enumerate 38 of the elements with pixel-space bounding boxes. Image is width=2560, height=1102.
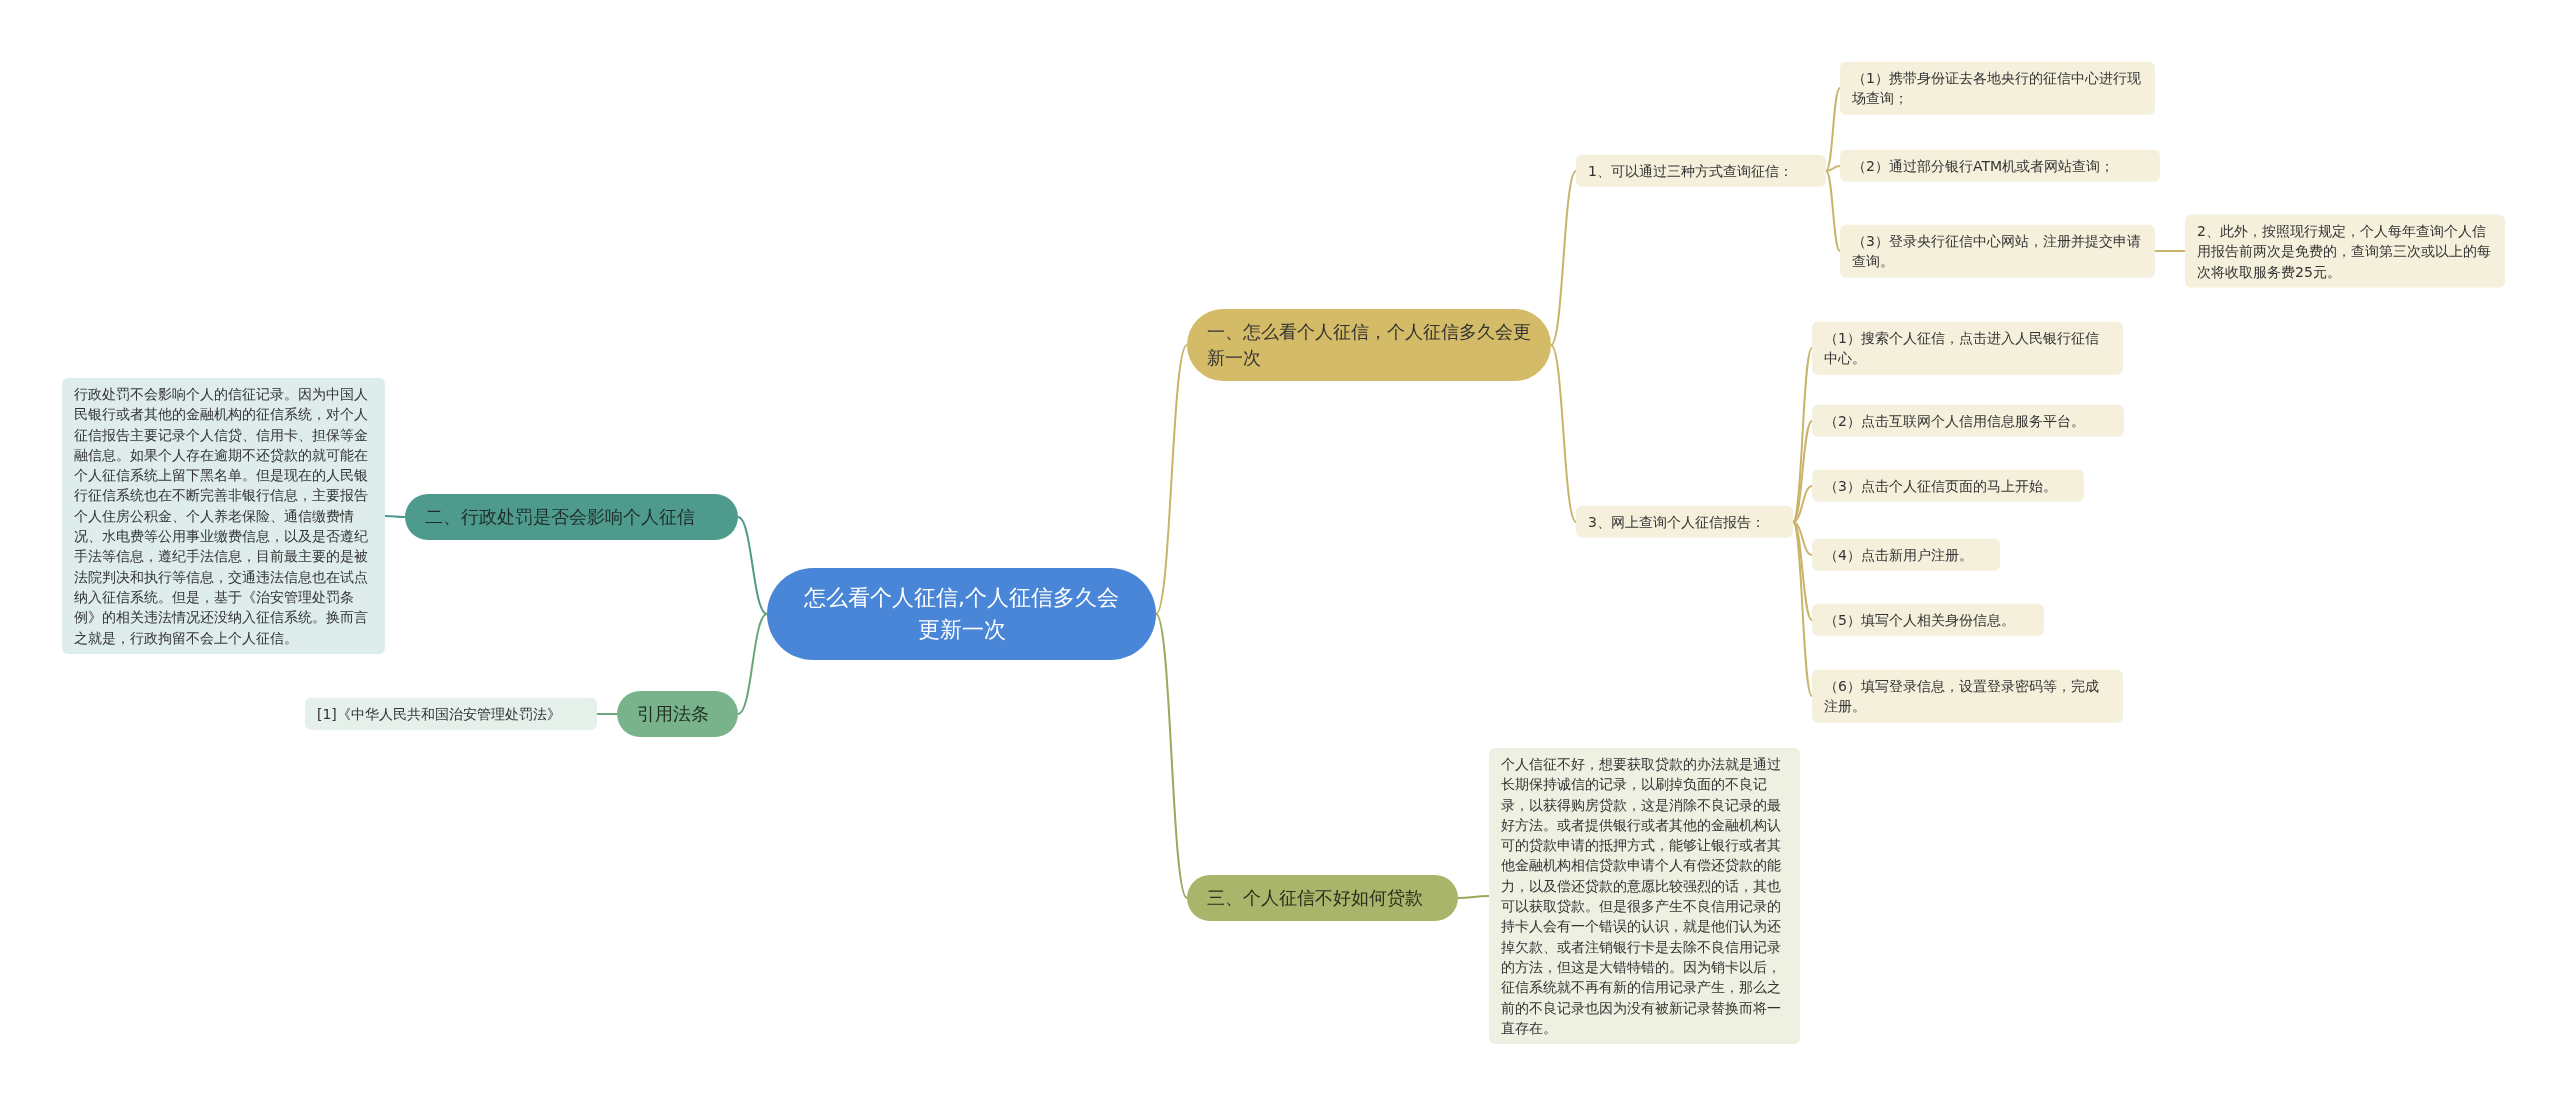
connector — [596, 713, 618, 715]
connector — [1792, 521, 1813, 621]
connector — [1792, 347, 1813, 523]
topic-pill: 三、个人征信不好如何贷款 — [1187, 874, 1458, 922]
note-card: 个人信征不好，想要获取贷款的办法就是通过长期保持诚信的记录，以刷掉负面的不良记录，以获得购房贷款，这是消除不良记录的最好方法。或者提供银行或者其他的金融机构认可的贷款申请的抵押方式，能够让银行或者其他金融机构相信贷款申请个人有偿还贷款的能力，以及偿还贷款的意愿比较强烈的话，其也可以获取贷款。但是很多产生不良信用记录的持卡人会有一个错误的认识，就是他们认为还掉欠款、或者注销银行卡是去除不良信用记录的方法，但这是大错特错的。因为销卡以后，征信系统就不再有新的信用记录产生，那么之前的不良记录也因为没有被新记录替换而将一直存在。 — [1489, 747, 1800, 1045]
connector — [737, 613, 768, 715]
note-card: （2）点击互联网个人信用信息服务平台。 — [1812, 404, 2124, 438]
central-topic: 怎么看个人征信,个人征信多久会更新一次 — [767, 568, 1156, 660]
note-card: （1）搜索个人征信，点击进入人民银行征信中心。 — [1812, 321, 2123, 375]
connector — [384, 515, 406, 518]
connector — [1792, 485, 1813, 523]
note-card: （3）点击个人征信页面的马上开始。 — [1812, 469, 2084, 503]
connector — [1457, 895, 1490, 899]
connector — [1550, 344, 1577, 523]
note-card: （4）点击新用户注册。 — [1812, 538, 2000, 572]
connector — [2154, 250, 2186, 252]
connector — [1792, 521, 1813, 556]
topic-pill: 一、怎么看个人征信，个人征信多久会更新一次 — [1187, 308, 1551, 382]
connector — [1825, 87, 1841, 172]
note-card: （2）通过部分银行ATM机或者网站查询； — [1840, 149, 2160, 183]
note-card: 行政处罚不会影响个人的信征记录。因为中国人民银行或者其他的金融机构的征信系统，对个人征信报告主要记录个人信贷、信用卡、担保等金融信息。如果个人存在逾期不还贷款的就可能在个人征信系统上留下黑名单。但是现在的人民银行征信系统也在不断完善非银行信息，主要报告个人住房公积金、个人养老保险、通信缴费情况、水电费等公用事业缴费信息，以及是否遵纪手法等信息，遵纪手法信息，目前最主要的是被法院判决和执行等信息，交通违法信息也在试点纳入征信系统。但是，基于《治安管理处罚条例》的相关违法情况还没纳入征信系统。换而言之就是，行政拘留不会上个人征信。 — [62, 378, 385, 654]
note-card: [1]《中华人民共和国治安管理处罚法》 — [305, 697, 597, 731]
connector — [1792, 420, 1813, 523]
connector — [1550, 170, 1577, 346]
topic-pill: 引用法条 — [617, 690, 738, 738]
note-card: 2、此外，按照现行规定，个人每年查询个人信用报告前两次是免费的，查询第三次或以上的每次将收取服务费25元。 — [2185, 214, 2505, 288]
note-card: 3、网上查询个人征信报告： — [1576, 505, 1793, 539]
connector — [737, 516, 768, 615]
note-card: （3）登录央行征信中心网站，注册并提交申请查询。 — [1840, 224, 2155, 278]
connector — [1792, 521, 1813, 697]
note-card: （5）填写个人相关身份信息。 — [1812, 603, 2044, 637]
note-card: （1）携带身份证去各地央行的征信中心进行现场查询； — [1840, 61, 2155, 115]
topic-pill: 二、行政处罚是否会影响个人征信 — [405, 493, 738, 541]
connector — [1155, 344, 1188, 615]
connector — [1155, 613, 1188, 899]
note-card: 1、可以通过三种方式查询征信： — [1576, 154, 1826, 188]
note-card: （6）填写登录信息，设置登录密码等，完成注册。 — [1812, 669, 2123, 723]
connector — [1825, 170, 1841, 252]
